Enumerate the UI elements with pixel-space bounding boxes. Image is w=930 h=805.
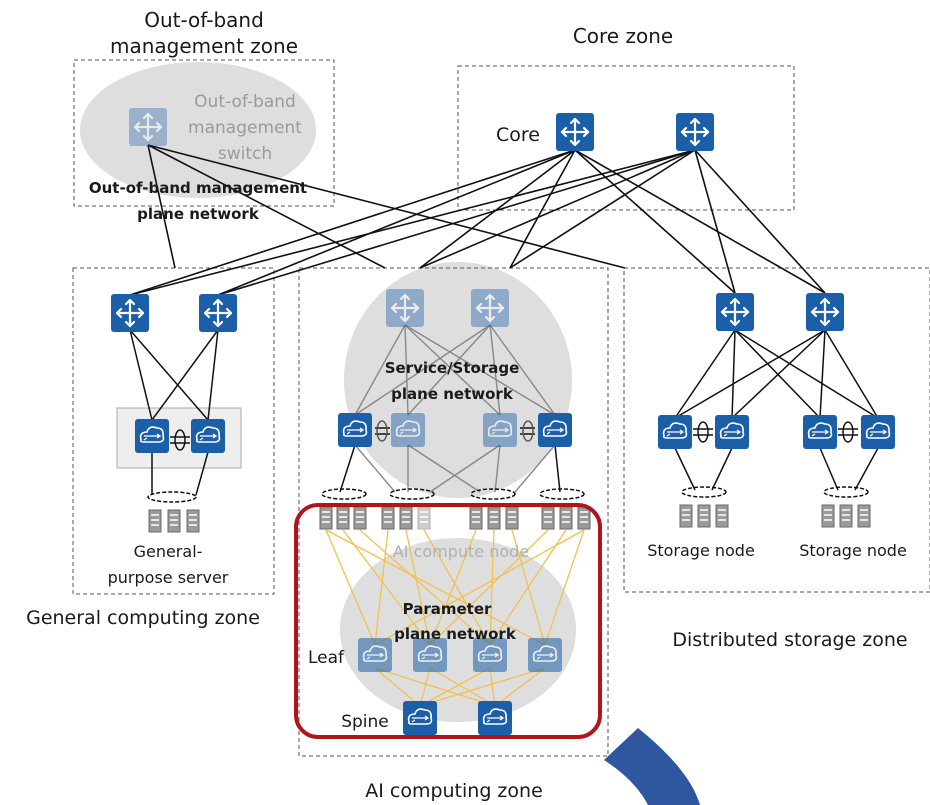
general-zone-title: General computing zone: [26, 607, 260, 629]
general-server-2-icon: [167, 509, 181, 533]
core-zone-box: [457, 65, 795, 211]
general-access-switch-2-icon: [190, 418, 226, 454]
parameter-plane-label-2: plane network: [394, 625, 517, 643]
ai-service-leaf-2-icon: [390, 412, 426, 448]
general-agg-switch-1-icon: [109, 292, 151, 334]
ai-zone-title: AI computing zone: [365, 780, 543, 802]
oob-switch-label-2: management: [188, 118, 302, 138]
general-server-1-icon: [148, 509, 162, 533]
oob-zone-title-line2: management zone: [110, 34, 298, 58]
core-zone-title: Core zone: [573, 24, 673, 48]
storage-node-label-1: Storage node: [647, 541, 755, 560]
ai-service-leaf-4-icon: [537, 412, 573, 448]
oob-switch-icon: [127, 106, 169, 148]
core-switch-2-icon: [674, 111, 716, 153]
decorative-swoosh: [604, 728, 700, 805]
oob-bubble: [80, 62, 316, 198]
parameter-plane-label-1: Parameter: [403, 600, 492, 618]
storage-access-switch-3-icon: [802, 414, 838, 450]
ai-lag-left-icon: [376, 420, 388, 442]
general-zone-box: [72, 267, 275, 595]
ai-service-leaf-1-icon: [337, 412, 373, 448]
storage-access-switch-4-icon: [860, 414, 896, 450]
storage-servers-1: [679, 504, 729, 528]
general-server-label-2: purpose server: [108, 568, 229, 587]
service-plane-bubble: [344, 262, 572, 498]
ai-service-spine-1-icon: [384, 287, 426, 329]
storage-lag-2-icon: [842, 421, 854, 443]
leaf-switch-1-icon: [357, 637, 393, 673]
ai-server-lag-group: [321, 488, 585, 500]
core-links: [129, 144, 826, 296]
general-links: [129, 329, 219, 496]
storage-access-switch-2-icon: [714, 414, 750, 450]
ai-service-links-gray: [354, 324, 556, 493]
ai-compute-servers: [319, 506, 591, 530]
oob-switch-label-1: Out-of-band: [194, 92, 296, 112]
leaf-label: Leaf: [308, 648, 345, 668]
oob-plane-label-2: plane network: [137, 205, 260, 223]
ai-service-leaf-3-icon: [482, 412, 518, 448]
leaf-switch-4-icon: [527, 637, 563, 673]
spine-switch-2-icon: [477, 700, 513, 736]
leaf-switch-2-icon: [412, 637, 448, 673]
storage-server-lag-group: [681, 486, 869, 498]
storage-access-switch-1-icon: [657, 414, 693, 450]
service-plane-label-2: plane network: [391, 385, 514, 403]
storage-zone-title: Distributed storage zone: [672, 629, 907, 651]
storage-lag-1-icon: [697, 421, 709, 443]
ai-compute-node-label: AI compute node: [393, 542, 529, 561]
ai-lag-right-icon: [522, 420, 534, 442]
storage-node-label-2: Storage node: [799, 541, 907, 560]
oob-zone-title-line1: Out-of-band: [144, 8, 264, 32]
storage-agg-switch-2-icon: [804, 291, 846, 333]
parameter-links: [325, 529, 585, 707]
core-switch-1-icon: [554, 111, 596, 153]
general-lag-icon: [174, 429, 186, 451]
oob-zone-box: [73, 59, 335, 207]
core-label: Core: [496, 124, 540, 146]
spine-switch-1-icon: [402, 700, 438, 736]
oob-plane-label-1: Out-of-band management: [89, 179, 307, 197]
general-agg-switch-2-icon: [197, 292, 239, 334]
storage-links: [674, 329, 879, 491]
leaf-switch-3-icon: [472, 637, 508, 673]
general-server-label-1: General-: [134, 542, 203, 561]
oob-switch-label-3: switch: [218, 144, 272, 164]
general-access-switch-1-icon: [134, 418, 170, 454]
storage-agg-switch-1-icon: [714, 291, 756, 333]
general-server-lag-icon: [147, 491, 197, 503]
parameter-plane-highlight: [294, 503, 602, 739]
ai-service-spine-2-icon: [469, 287, 511, 329]
service-plane-label-1: Service/Storage: [385, 359, 520, 377]
storage-servers-2: [821, 504, 871, 528]
ai-zone-box: [298, 267, 609, 757]
spine-label: Spine: [341, 712, 389, 732]
general-server-3-icon: [186, 509, 200, 533]
